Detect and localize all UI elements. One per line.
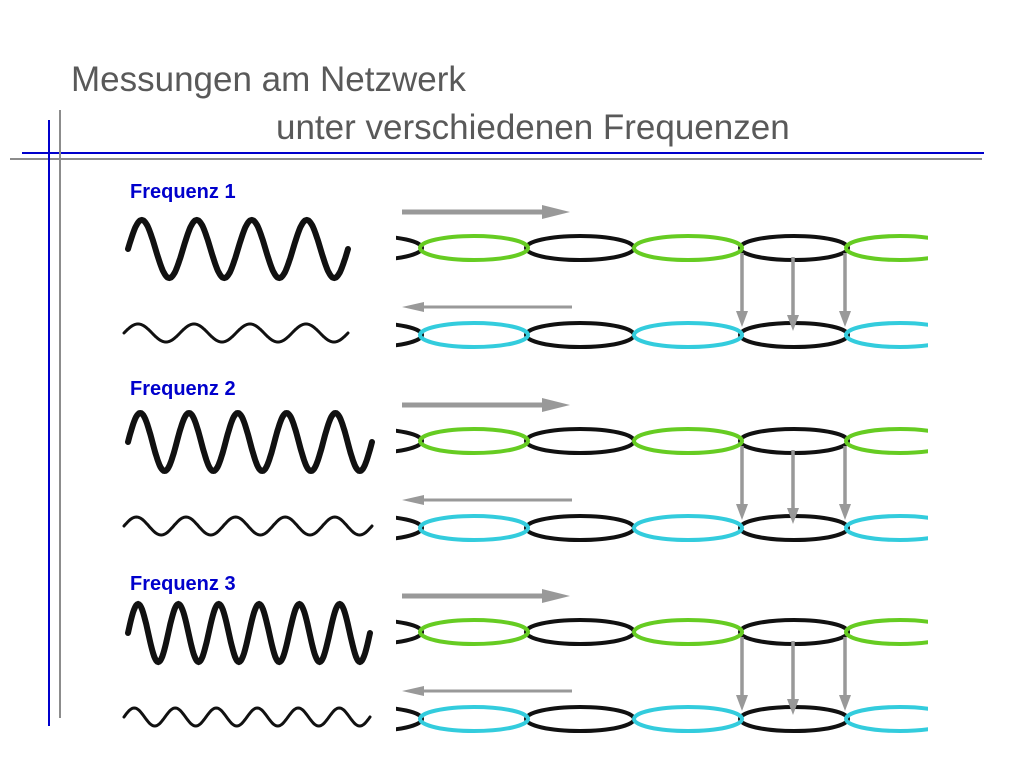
chain-link-black-p1-top-2: [524, 234, 636, 262]
coupling-arrow-head-1-1: [736, 311, 748, 327]
chain-link-colored-p3-top-1: [418, 618, 530, 646]
chain-link-colored-p2-top-3: [632, 427, 744, 455]
chain-link-black-p2-top-2: [524, 427, 636, 455]
chain-link-black-p3-bottom-2: [524, 705, 636, 733]
reflected-wave-3: [122, 706, 372, 728]
horizontal-rule-gray: [10, 158, 982, 160]
chain-link-colored-p3-bottom-1: [418, 705, 530, 733]
incident-arrow-head-2: [542, 398, 570, 412]
chain-link-colored-p1-top-1: [418, 234, 530, 262]
incident-arrow-head-3: [542, 589, 570, 603]
frequency-label-3: Frequenz 3: [130, 573, 236, 595]
chain-link-colored-p1-bottom-3: [632, 321, 744, 349]
chain-link-colored-p3-bottom-5: [844, 705, 928, 733]
chain-link-black-p2-bottom-2: [524, 514, 636, 542]
slide-title-line-2: unter verschiedenen Frequenzen: [276, 108, 790, 147]
chain-link-black-p2-top-4: [738, 427, 850, 455]
reflected-arrow-head-3: [402, 686, 424, 696]
chain-link-colored-p3-top-5: [844, 618, 928, 646]
chain-link-black-p1-top-0: [396, 235, 424, 261]
chain-link-colored-p2-bottom-3: [632, 514, 744, 542]
chain-link-black-p3-top-2: [524, 618, 636, 646]
horizontal-rule-blue: [22, 152, 984, 154]
reflected-arrow-head-2: [402, 495, 424, 505]
coupling-arrow-head-1-2: [787, 315, 799, 331]
vertical-rule-blue: [48, 120, 50, 726]
chain-link-black-p1-bottom-0: [396, 322, 424, 348]
chain-link-black-p1-bottom-2: [524, 321, 636, 349]
coupling-arrow-head-2-1: [736, 504, 748, 520]
reflected-wave-2: [122, 515, 374, 537]
reflected-wave-1: [122, 322, 350, 344]
chain-link-colored-p3-top-3: [632, 618, 744, 646]
vertical-rule-gray: [59, 110, 61, 718]
incident-arrow-head-1: [542, 205, 570, 219]
coupling-arrow-head-2-2: [787, 508, 799, 524]
coupling-arrow-head-1-3: [839, 311, 851, 327]
slide-title-line-1: Messungen am Netzwerk: [71, 60, 466, 99]
chain-link-colored-p1-top-3: [632, 234, 744, 262]
chain-link-colored-p2-bottom-5: [844, 514, 928, 542]
coupling-arrow-head-3-3: [839, 695, 851, 711]
incident-wave-2: [125, 409, 375, 475]
coupling-arrow-head-3-1: [736, 695, 748, 711]
chain-link-colored-p1-top-5: [844, 234, 928, 262]
incident-wave-1: [125, 216, 351, 282]
reflected-arrow-head-1: [402, 302, 424, 312]
chain-link-colored-p1-bottom-5: [844, 321, 928, 349]
chain-link-colored-p2-top-5: [844, 427, 928, 455]
chain-link-black-p3-top-4: [738, 618, 850, 646]
chain-link-colored-p2-bottom-1: [418, 514, 530, 542]
coupling-arrow-head-2-3: [839, 504, 851, 520]
frequency-label-1: Frequenz 1: [130, 181, 236, 203]
frequency-label-2: Frequenz 2: [130, 378, 236, 400]
chain-link-colored-p1-bottom-1: [418, 321, 530, 349]
incident-wave-3: [125, 600, 373, 666]
chain-link-black-p1-top-4: [738, 234, 850, 262]
chain-link-colored-p3-bottom-3: [632, 705, 744, 733]
chain-link-colored-p2-top-1: [418, 427, 530, 455]
coupling-arrow-head-3-2: [787, 699, 799, 715]
